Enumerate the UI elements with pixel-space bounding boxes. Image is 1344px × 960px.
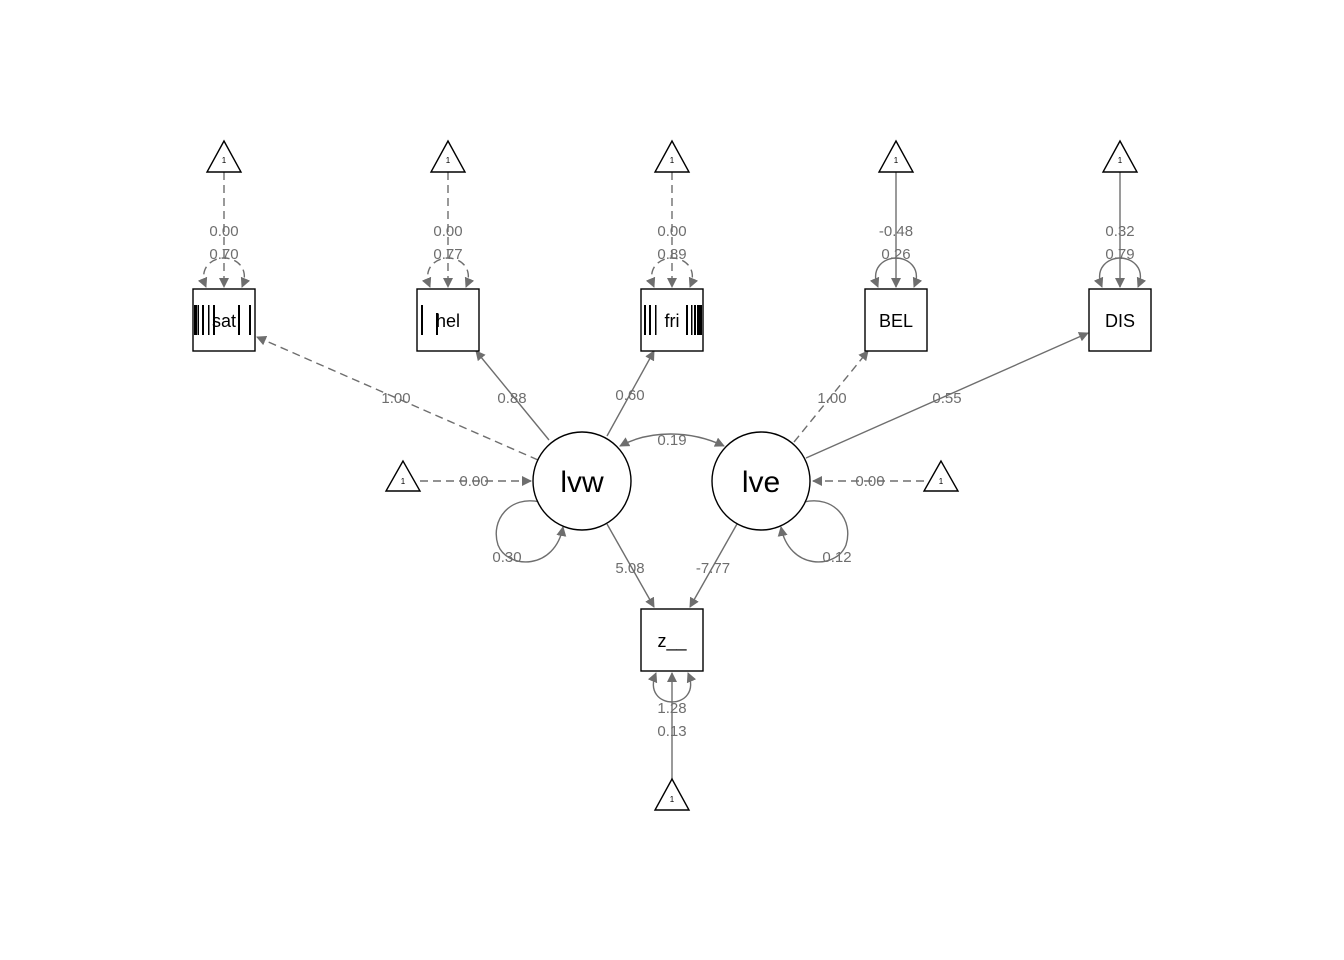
variance-label-hel: 0.77 [433,246,462,263]
svg-text:BEL: BEL [879,311,913,331]
regression-label-lvw-z: 5.08 [615,560,644,577]
variance-loop-BEL [869,257,923,288]
svg-text:1: 1 [446,156,451,165]
variance-loop-fri [645,257,699,288]
variance-label-lvw: 0.30 [492,549,521,566]
variance-loop-hel [421,257,475,288]
svg-text:fri: fri [665,311,680,331]
loading-label-lve-DIS: 0.55 [932,390,961,407]
latent-node-lvw: lvw [532,431,632,531]
loading-label-lvw-sat: 1.00 [381,390,410,407]
svg-text:1: 1 [894,156,899,165]
regression-lve-z [689,523,738,608]
loading-lve-DIS [805,332,1089,459]
variance-label-DIS: 0.79 [1105,246,1134,263]
variance-loop-z [647,672,697,703]
svg-text:lve: lve [742,466,780,499]
svg-text:z__: z__ [657,631,687,652]
svg-text:hel: hel [436,311,460,331]
svg-text:lvw: lvw [560,466,604,499]
variance-label-z: 0.13 [657,723,686,740]
manifest-node-hel: hel [416,288,480,352]
latent-node-lve: lve [711,431,811,531]
svg-text:1: 1 [1118,156,1123,165]
intercept-triangle-lve: 1 [922,459,960,492]
svg-text:sat: sat [212,311,236,331]
svg-text:1: 1 [939,477,944,486]
loading-label-lvw-fri: 0.60 [615,387,644,404]
intercept-triangle-hel: 1 [429,139,467,173]
svg-text:1: 1 [401,477,406,486]
intercept-triangle-lvw: 1 [384,459,422,492]
variance-loop-sat [197,257,251,288]
covariance-label: 0.19 [657,432,686,449]
intercept-triangle-fri: 1 [653,139,691,173]
svg-text:1: 1 [670,156,675,165]
intercept-label-lvw: 0.00 [459,473,488,490]
loading-label-lve-BEL: 1.00 [817,390,846,407]
variance-loop-lvw [495,500,567,563]
svg-text:1: 1 [222,156,227,165]
intercept-label-DIS: 0.32 [1105,223,1134,240]
manifest-node-z: z__ [640,608,704,672]
variance-label-sat: 0.70 [209,246,238,263]
intercept-triangle-sat: 1 [205,139,243,173]
variance-loop-DIS [1093,257,1147,288]
loading-label-lvw-hel: 0.88 [497,390,526,407]
manifest-node-DIS: DIS [1088,288,1152,352]
variance-label-lve: 0.12 [822,549,851,566]
intercept-label-hel: 0.00 [433,223,462,240]
regression-lvw-z [606,523,655,608]
intercept-label-BEL: -0.48 [879,223,913,240]
intercept-triangle-DIS: 1 [1101,139,1139,173]
intercept-triangle-BEL: 1 [877,139,915,173]
manifest-node-BEL: BEL [864,288,928,352]
loading-lve-BEL [793,350,869,443]
loading-lvw-fri [606,350,655,437]
intercept-triangle-z: 1 [653,777,691,811]
intercept-label-z: 1.28 [657,700,686,717]
variance-label-fri: 0.89 [657,246,686,263]
intercept-label-fri: 0.00 [657,223,686,240]
intercept-label-lve: 0.00 [855,473,884,490]
manifest-node-sat: sat [192,288,256,352]
regression-label-lve-z: -7.77 [696,560,730,577]
manifest-node-fri: fri [640,288,704,352]
loading-lvw-hel [475,350,550,441]
svg-text:1: 1 [670,795,675,804]
variance-loop-lve [777,500,849,563]
svg-text:DIS: DIS [1105,311,1135,331]
covariance-lvw-lve [619,433,725,447]
variance-label-BEL: 0.26 [881,246,910,263]
intercept-label-sat: 0.00 [209,223,238,240]
